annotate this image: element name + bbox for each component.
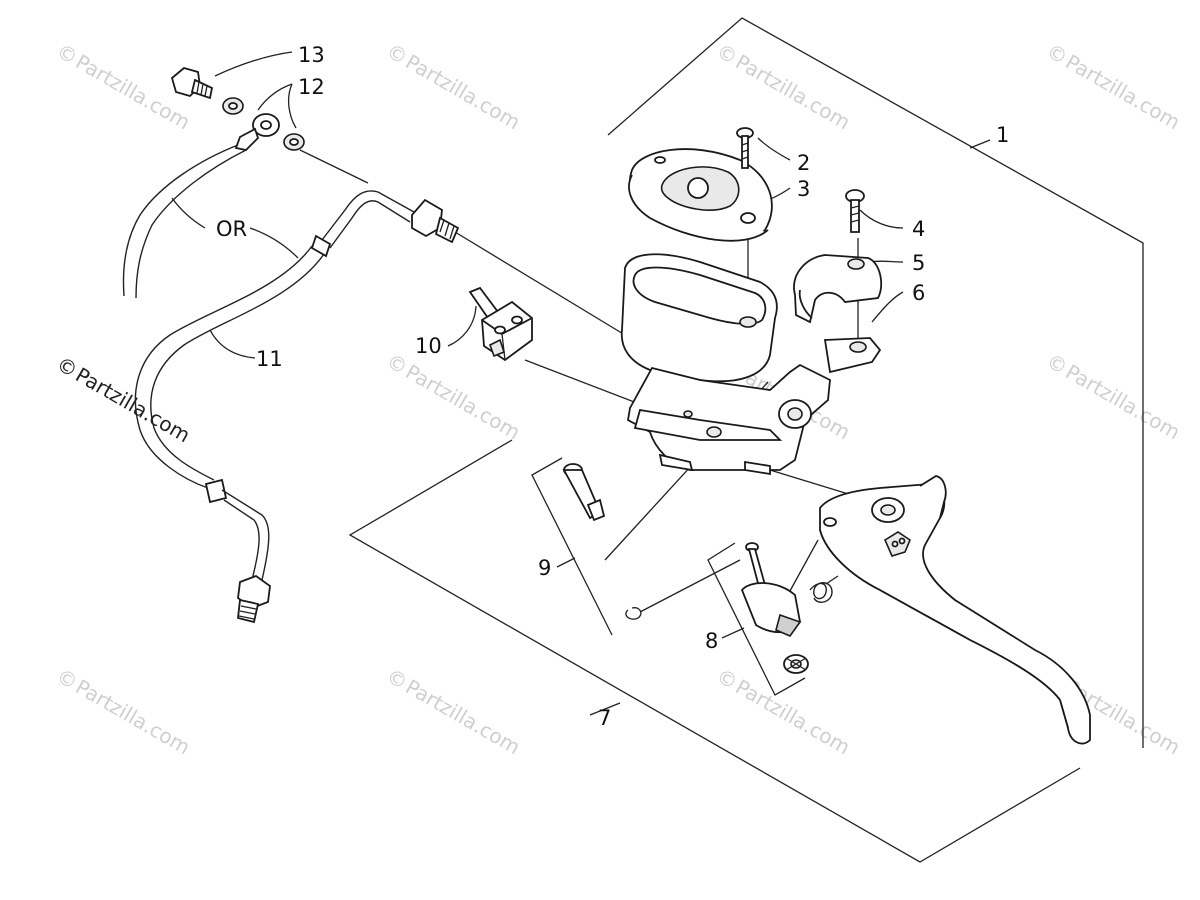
adjuster-screw-8	[745, 542, 767, 589]
lockwasher-8	[783, 654, 809, 674]
alternate-hose	[122, 144, 247, 299]
pivot-pin-9	[562, 463, 606, 522]
callout-3: 3	[797, 177, 810, 201]
brake-line-11	[134, 190, 460, 624]
watermark-text: Partzilla.com	[402, 360, 525, 445]
clamp-screw-4	[845, 189, 865, 233]
leader-lines	[171, 51, 904, 613]
watermark-text-dark: Partzilla.com	[72, 363, 195, 448]
group-9-outline	[531, 457, 613, 636]
callout-11: 11	[256, 347, 283, 371]
watermark-text: Partzilla.com	[402, 675, 525, 760]
watermark-text: Partzilla.com	[732, 50, 855, 135]
brake-lever	[819, 475, 1091, 745]
callout-10: 10	[415, 334, 442, 358]
callout-5: 5	[912, 251, 925, 275]
callout-7: 7	[598, 706, 611, 730]
callout-2: 2	[797, 151, 810, 175]
watermark-text: Partzilla.com	[72, 675, 195, 760]
banjo-fitting	[234, 113, 280, 151]
pin-clip-9	[625, 607, 642, 620]
callout-12: 12	[298, 75, 325, 99]
assembly-1-outline	[607, 17, 1144, 748]
lever-spring	[809, 575, 839, 603]
callout-6: 6	[912, 281, 925, 305]
clamp-5	[793, 254, 882, 324]
watermark-text: Partzilla.com	[402, 50, 525, 135]
master-cylinder-body	[620, 253, 882, 476]
assembly-7-outline	[348, 439, 1081, 863]
washer-12b	[283, 133, 305, 151]
cover-screw-2	[736, 127, 754, 169]
callout-or: OR	[216, 217, 247, 241]
adjuster-block-8	[740, 582, 802, 637]
brake-switch-10	[468, 286, 533, 362]
callout-13: 13	[298, 43, 325, 67]
washer-12a	[222, 97, 244, 115]
callout-8: 8	[705, 629, 718, 653]
callout-1: 1	[996, 123, 1009, 147]
group-8-outline	[707, 542, 806, 696]
banjo-bolt-13	[170, 67, 214, 100]
callout-9: 9	[538, 556, 551, 580]
callout-labels: 1 2 3 4 5 6 7 8 9 10 11 12 13 OR	[216, 43, 1009, 730]
reservoir-cover-3	[628, 148, 773, 242]
callout-4: 4	[912, 217, 925, 241]
watermark-text: Partzilla.com	[1062, 360, 1185, 445]
watermark-text: Partzilla.com	[732, 675, 855, 760]
watermark-text: Partzilla.com	[1062, 50, 1185, 135]
